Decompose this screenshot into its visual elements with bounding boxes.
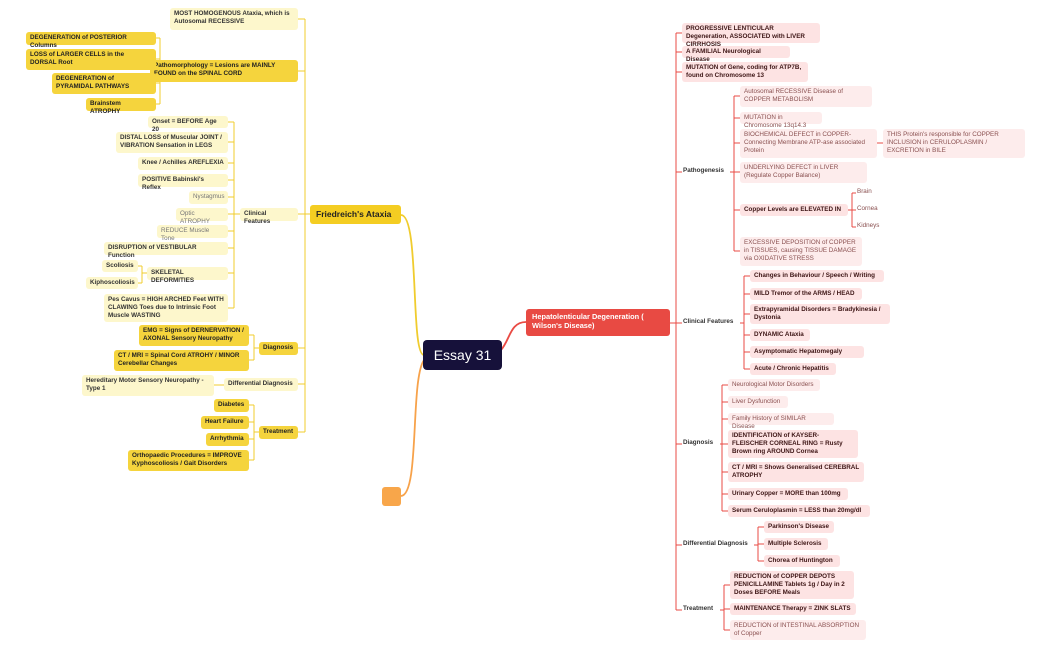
disruption-vestibular-function[interactable]: DISRUPTION of VESTIBULAR Function [104, 242, 228, 259]
neurological-motor-disorders[interactable]: Neurological Motor Disorders [728, 379, 820, 391]
left-clinical-features-topic[interactable]: Clinical Features [240, 208, 298, 225]
treatment-arrhythmia[interactable]: Arrhythmia [206, 433, 249, 446]
penicillamine-reduction-copper-depots[interactable]: REDUCTION of COPPER DEPOTS PENICILLAMINE… [730, 571, 854, 599]
kayser-fleischer-ring[interactable]: IDENTIFICATION of KAYSER-FLEISCHER CORNE… [728, 430, 858, 458]
wilsons-disease-topic[interactable]: Hepatolenticular Degeneration ( Wilson's… [526, 309, 670, 336]
parkinsons-disease[interactable]: Parkinson's Disease [764, 521, 834, 533]
copper-levels-elevated-topic[interactable]: Copper Levels are ELEVATED IN [740, 204, 848, 216]
maintenance-therapy-zink[interactable]: MAINTENANCE Therapy = ZINK SLATS [730, 603, 856, 615]
progressive-lenticular-degeneration[interactable]: PROGRESSIVE LENTICULAR Degeneration, ASS… [682, 23, 820, 48]
treatment-heart-failure[interactable]: Heart Failure [201, 416, 249, 429]
left-treatment-topic[interactable]: Treatment [259, 426, 298, 439]
connector [400, 214, 425, 356]
skeletal-deformities-topic[interactable]: SKELETAL DEFORMITIES [147, 267, 228, 284]
elevated-brain[interactable]: Brain [857, 188, 872, 195]
atp7b-mutation[interactable]: MUTATION of Gene, coding for ATP7B, foun… [682, 62, 808, 82]
elevated-cornea[interactable]: Cornea [857, 205, 878, 212]
right-diagnosis-topic[interactable]: Diagnosis [683, 439, 714, 446]
protein-copper-inclusion-note[interactable]: THIS Protein's responsible for COPPER IN… [883, 129, 1025, 158]
autosomal-recessive-copper-metabolism[interactable]: Autosomal RECESSIVE Disease of COPPER ME… [740, 86, 872, 107]
asymptomatic-hepatomegaly[interactable]: Asymptomatic Hepatomegaly [750, 346, 864, 358]
reduction-intestinal-absorption[interactable]: REDUCTION of INTESTINAL ABSORPTION of Co… [730, 620, 866, 640]
mild-tremor-arms-head[interactable]: MILD Tremor of the ARMS / HEAD [750, 288, 862, 300]
excessive-copper-deposition[interactable]: EXCESSIVE DEPOSITION of COPPER in TISSUE… [740, 237, 862, 266]
right-differential-diagnosis-topic[interactable]: Differential Diagnosis [683, 540, 748, 547]
acute-chronic-hepatitis[interactable]: Acute / Chronic Hepatitis [750, 363, 836, 375]
friedreich-ataxia-topic[interactable]: Friedreich's Ataxia [310, 205, 401, 224]
nystagmus[interactable]: Nystagmus [189, 191, 228, 204]
biochemical-defect-atpase[interactable]: BIOCHEMICAL DEFECT in COPPER-Connecting … [740, 129, 877, 158]
optic-atrophy[interactable]: Optic ATROPHY [176, 208, 228, 225]
pathogenesis-topic[interactable]: Pathogenesis [683, 167, 724, 174]
left-diagnosis-topic[interactable]: Diagnosis [259, 342, 298, 355]
mutation-chromosome-13q14[interactable]: MUTATION in Chromosome 13q14.3 [740, 112, 822, 129]
chorea-of-huntington[interactable]: Chorea of Huntington [764, 555, 840, 567]
scoliosis[interactable]: Scoliosis [102, 260, 138, 272]
family-history-similar-disease[interactable]: Family History of SIMILAR Disease [728, 413, 834, 430]
familial-neurological-disease[interactable]: A FAMILIAL Neurological Disease [682, 46, 790, 63]
kiphoscoliosis[interactable]: Kiphoscoliosis [86, 277, 138, 289]
changes-behaviour-speech-writing[interactable]: Changes in Behaviour / Speech / Writing [750, 270, 884, 282]
brainstem-atrophy[interactable]: Brainstem ATROPHY [86, 98, 156, 115]
ct-mri-cerebral-atrophy[interactable]: CT / MRI = Shows Generalised CEREBRAL AT… [728, 462, 864, 482]
pes-cavus[interactable]: Pes Cavus = HIGH ARCHED Feet WITH CLAWIN… [104, 294, 228, 322]
root-topic[interactable]: Essay 31 [423, 340, 502, 370]
extrapyramidal-disorders[interactable]: Extrapyramidal Disorders = Bradykinesia … [750, 304, 890, 324]
connector [400, 359, 425, 497]
multiple-sclerosis[interactable]: Multiple Sclerosis [764, 538, 828, 550]
pathomorphology-topic[interactable]: Pathomorphology = Lesions are MAINLY FOU… [150, 60, 298, 82]
connector [500, 321, 527, 351]
serum-ceruloplasmin[interactable]: Serum Ceruloplasmin = LESS than 20mg/dl [728, 505, 870, 517]
ct-mri-spinal-atrophy[interactable]: CT / MRI = Spinal Cord ATROHY / MINOR Ce… [114, 350, 249, 371]
loss-larger-cells-dorsal-root[interactable]: LOSS of LARGER CELLS in the DORSAL Root [26, 49, 156, 70]
liver-dysfunction[interactable]: Liver Dysfunction [728, 396, 788, 408]
right-treatment-topic[interactable]: Treatment [683, 605, 714, 612]
degeneration-posterior-columns[interactable]: DEGENERATION of POSTERIOR Columns [26, 32, 156, 49]
urinary-copper[interactable]: Urinary Copper = MORE than 100mg [728, 488, 848, 500]
elevated-kidneys[interactable]: Kidneys [857, 222, 880, 229]
positive-babinski-reflex[interactable]: POSITIVE Babinski's Reflex [138, 174, 228, 191]
right-clinical-features-topic[interactable]: Clinical Features [683, 318, 734, 325]
treatment-diabetes[interactable]: Diabetes [214, 399, 249, 412]
knee-achilles-areflexia[interactable]: Knee / Achilles AREFLEXIA [138, 157, 228, 170]
reduce-muscle-tone[interactable]: REDUCE Muscle Tone [157, 225, 228, 242]
left-differential-diagnosis-topic[interactable]: Differential Diagnosis [224, 378, 298, 391]
treatment-orthopaedic[interactable]: Orthopaedic Procedures = IMPROVE Kyphosc… [128, 450, 249, 471]
degeneration-pyramidal-pathways[interactable]: DEGENERATION of PYRAMIDAL PATHWAYS [52, 73, 156, 94]
distal-loss-sensation[interactable]: DISTAL LOSS of Muscular JOINT / VIBRATIO… [116, 132, 228, 153]
floating-topic[interactable] [382, 487, 401, 506]
hereditary-motor-sensory-neuropathy[interactable]: Hereditary Motor Sensory Neuropathy - Ty… [82, 375, 214, 396]
homogenous-ataxia-note[interactable]: MOST HOMOGENOUS Ataxia, which is Autosom… [170, 8, 298, 30]
onset-before-20[interactable]: Onset = BEFORE Age 20 [148, 116, 228, 133]
underlying-defect-liver[interactable]: UNDERLYING DEFECT in LIVER (Regulate Cop… [740, 162, 867, 183]
dynamic-ataxia[interactable]: DYNAMIC Ataxia [750, 329, 810, 341]
emg-axonal-neuropathy[interactable]: EMG = Signs of DERNERVATION / AXONAL Sen… [139, 325, 249, 346]
